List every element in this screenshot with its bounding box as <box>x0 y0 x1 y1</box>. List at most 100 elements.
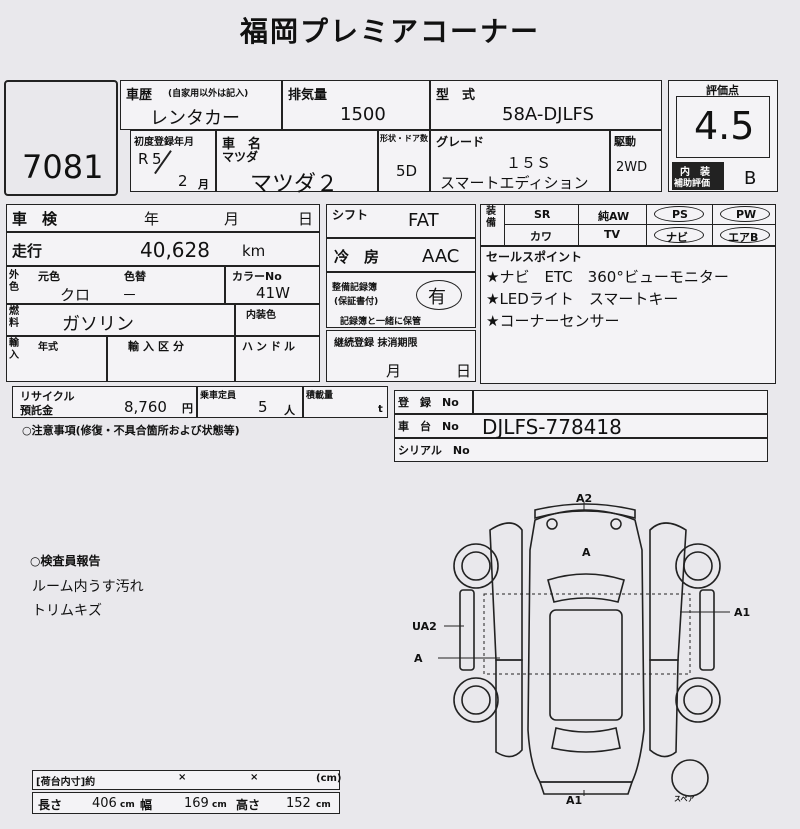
shift-value: FAT <box>408 210 439 231</box>
height-value: 152 <box>286 796 311 811</box>
first-reg-year: 5 <box>152 150 162 168</box>
ac-cell <box>326 238 476 272</box>
record-book-label-2: (保証書付) <box>334 297 379 307</box>
inspection-day: 日 <box>298 210 314 228</box>
equip-v4 <box>712 204 713 246</box>
length-label: 長さ <box>38 798 63 812</box>
fuel-cell <box>6 304 320 336</box>
sales-points-label: セールスポイント <box>486 250 583 264</box>
length-unit: cm <box>120 800 135 810</box>
ac-label: 冷 房 <box>334 248 380 266</box>
fuel-value: ガソリン <box>62 314 134 335</box>
grade-label: グレード <box>436 135 485 149</box>
interior-value: B <box>744 168 757 189</box>
height-label: 高さ <box>236 798 261 812</box>
sales-point-1: ★ナビ ETC 360°ビューモニター <box>486 268 729 286</box>
equip-leather: カワ <box>530 230 552 243</box>
displacement-value: 1500 <box>340 104 386 125</box>
drive-value: 2WD <box>616 160 648 175</box>
interior-color-label: 内装色 <box>246 310 276 321</box>
dims-cell <box>32 792 340 814</box>
cargo-x-2: × <box>250 772 259 783</box>
chassis-value: DJLFS-778418 <box>482 415 622 439</box>
registration-label: 登 録 No <box>398 396 459 409</box>
first-reg-cell <box>130 130 216 192</box>
drive-cell <box>610 130 662 192</box>
history-value: レンタカー <box>150 108 240 129</box>
equip-sr: SR <box>534 208 551 221</box>
car-name-label: 車 名 <box>222 137 262 152</box>
mileage-unit: km <box>242 242 266 260</box>
capacity-label: 乗車定員 <box>200 391 237 401</box>
model-code-value: 58A-DJLFS <box>502 104 594 125</box>
score-label: 評価点 <box>706 84 739 97</box>
cargo-label: [荷台内寸]約 <box>36 777 96 788</box>
capacity-unit: 人 <box>284 404 295 417</box>
color-orig-label: 元色 <box>38 270 60 283</box>
inspector-line-1: ルーム内うす汚れ <box>32 579 144 595</box>
import-year-label: 年式 <box>38 342 58 353</box>
car-maker: マツダ <box>222 150 259 164</box>
spare-label: スペア <box>674 795 695 803</box>
expiry-month: 月 <box>386 362 402 380</box>
mileage-cell <box>6 232 320 266</box>
doors-value: 5D <box>396 162 418 180</box>
notes-header: ○注意事項(修復・不具合箇所および状態等) <box>22 424 240 437</box>
cargo-unit: (cm) <box>316 773 342 784</box>
recycle-label-1: リサイクル <box>20 390 75 403</box>
ac-value: AAC <box>422 246 460 267</box>
interior-label-2: 補助評価 <box>674 179 711 189</box>
equip-hline <box>504 224 776 225</box>
serial-label: シリアル No <box>398 444 470 457</box>
inspection-month: 月 <box>224 210 240 228</box>
car-model: マツダ２ <box>250 172 339 197</box>
sales-points-cell <box>480 246 776 384</box>
inspection-label: 車 検 <box>12 210 58 228</box>
expiry-cell <box>326 330 476 382</box>
record-book-circle <box>416 280 462 310</box>
equip-tv: TV <box>604 228 621 241</box>
equip-airbag-circle <box>720 227 770 243</box>
mark-a1-right: A1 <box>734 606 751 619</box>
first-reg-month: 2 <box>178 172 188 190</box>
lot-number: 7081 <box>22 148 104 186</box>
score-value: 4.5 <box>694 104 755 148</box>
cargo-cell <box>32 770 340 790</box>
mark-ua2-left: UA2 <box>412 620 437 633</box>
recycle-value: 8,760 <box>124 398 167 416</box>
recycle-cell <box>12 386 388 418</box>
capacity-div <box>302 386 304 418</box>
mark-a1-rear: A1 <box>566 794 583 807</box>
mark-a-hood: A <box>582 546 591 559</box>
interior-label-box <box>672 162 724 190</box>
mileage-label: 走行 <box>12 242 43 260</box>
equip-pw-circle <box>720 206 770 222</box>
equip-navi: ナビ <box>666 231 688 244</box>
mark-a-left: A <box>414 652 423 665</box>
color-code-label: カラーNo <box>232 270 282 283</box>
chassis-label: 車 台 No <box>398 420 459 433</box>
color-code-value: 41W <box>256 284 290 302</box>
import-handle-label: ハンドル <box>242 340 298 353</box>
inspection-year: 年 <box>144 210 160 228</box>
color-cell <box>6 266 320 304</box>
shift-label: シフト <box>332 208 369 222</box>
car-name-cell <box>216 130 378 192</box>
import-class-label: 輸入区分 <box>128 340 188 353</box>
equip-airbag: エアB <box>728 231 759 244</box>
mark-a2-top: A2 <box>576 492 593 505</box>
history-note: (自家用以外は記入) <box>168 89 249 99</box>
import-div-1 <box>106 336 108 382</box>
mileage-value: 40,628 <box>140 238 210 262</box>
color-change-value: － <box>122 286 138 304</box>
page-title: 福岡プレミアコーナー <box>240 15 541 48</box>
inspection-cell <box>6 204 320 232</box>
sales-point-2: ★LEDライト スマートキー <box>486 290 679 308</box>
history-cell <box>120 80 282 130</box>
serial-cell <box>394 438 768 462</box>
equip-v3 <box>646 204 647 246</box>
score-value-box <box>676 96 770 158</box>
drive-label: 駆動 <box>614 135 636 148</box>
model-code-cell <box>430 80 662 130</box>
lot-bracket <box>4 80 118 196</box>
